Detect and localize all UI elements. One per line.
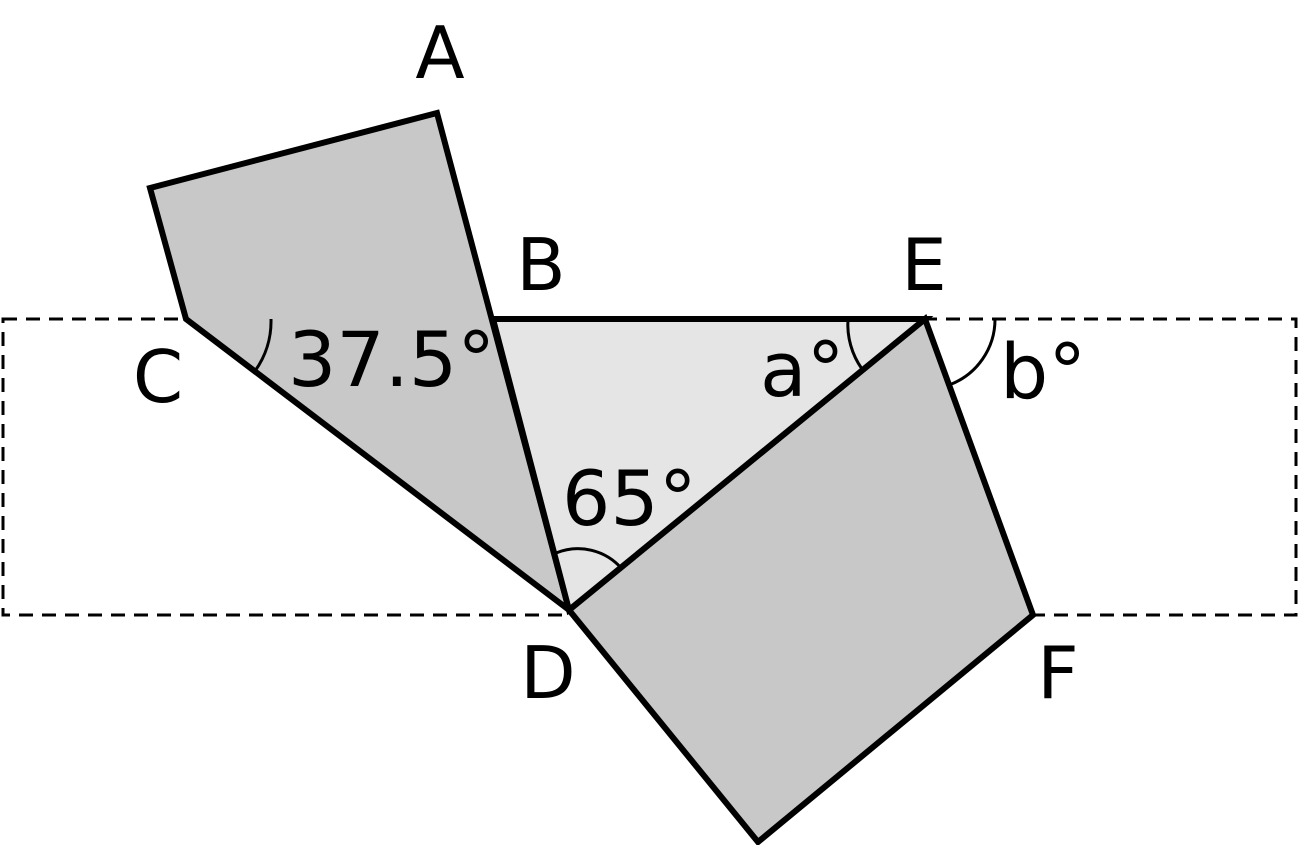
triangle-bde: [489, 316, 934, 616]
angle-label-b: b°: [1000, 327, 1086, 416]
angle-arc-d: [555, 547, 624, 570]
angle-arc-a: [846, 318, 864, 370]
point-label-c: C: [133, 335, 183, 419]
point-label-f: F: [1037, 631, 1078, 715]
angle-label-d: 65°: [562, 454, 697, 543]
point-label-a: A: [415, 11, 464, 95]
point-label-b: B: [516, 223, 565, 307]
angle-arc-c: [253, 318, 273, 372]
point-label-e: E: [901, 223, 947, 307]
angle-arc-b: [948, 318, 997, 387]
point-label-d: D: [520, 631, 575, 715]
angle-label-c: 37.5°: [288, 315, 495, 404]
angle-label-a: a°: [760, 325, 845, 414]
